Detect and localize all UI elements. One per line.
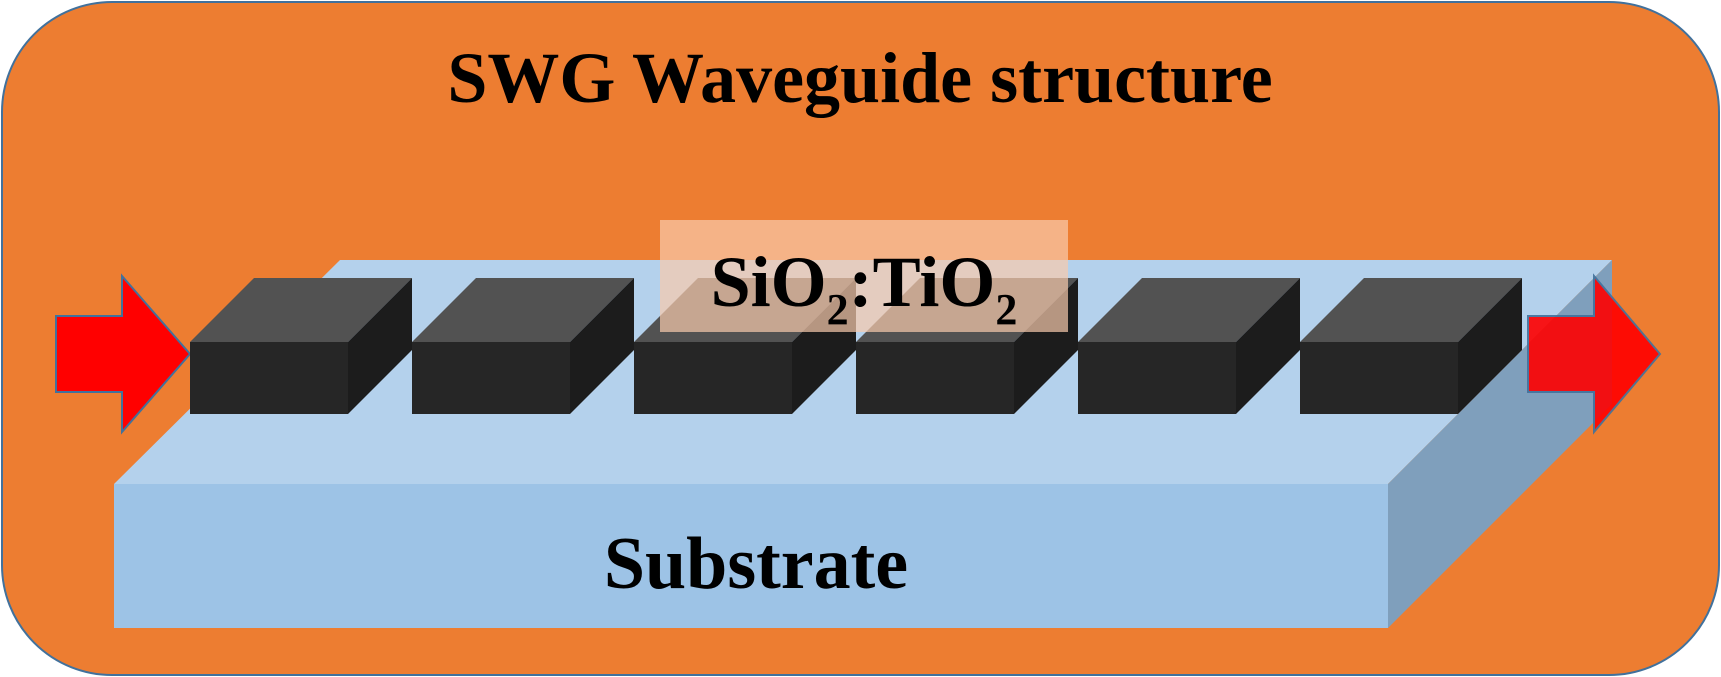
- material-label: SiO2:TiO2: [711, 242, 1018, 334]
- segment-front-face: [190, 342, 348, 414]
- material-label-part2: TiO: [873, 242, 996, 322]
- segment-front-face: [412, 342, 570, 414]
- diagram-title: SWG Waveguide structure: [447, 38, 1272, 118]
- material-label-box: [660, 220, 1068, 332]
- segment-1: [190, 278, 412, 414]
- substrate-front-face: [114, 484, 1388, 628]
- material-label-separator: :: [849, 242, 873, 322]
- material-label-subscript-1: 2: [827, 285, 849, 334]
- segment-side-face: [570, 278, 634, 414]
- segment-top-face: [412, 278, 634, 342]
- segment-side-face: [1458, 278, 1522, 414]
- segment-top-face: [1078, 278, 1300, 342]
- segment-top-face: [190, 278, 412, 342]
- segment-front-face: [634, 342, 792, 414]
- input-arrow: [55, 273, 192, 435]
- segment-top-face: [1300, 278, 1522, 342]
- segment-5: [1078, 278, 1300, 414]
- segment-6: [1300, 278, 1522, 414]
- segment-front-face: [856, 342, 1014, 414]
- segment-front-face: [1300, 342, 1458, 414]
- segment-side-face: [348, 278, 412, 414]
- segment-side-face: [1236, 278, 1300, 414]
- substrate-label: Substrate: [604, 523, 908, 605]
- segment-2: [412, 278, 634, 414]
- output-arrow: [1527, 273, 1662, 435]
- segment-front-face: [1078, 342, 1236, 414]
- material-label-subscript-2: 2: [995, 285, 1017, 334]
- material-label-part1: SiO: [711, 242, 827, 322]
